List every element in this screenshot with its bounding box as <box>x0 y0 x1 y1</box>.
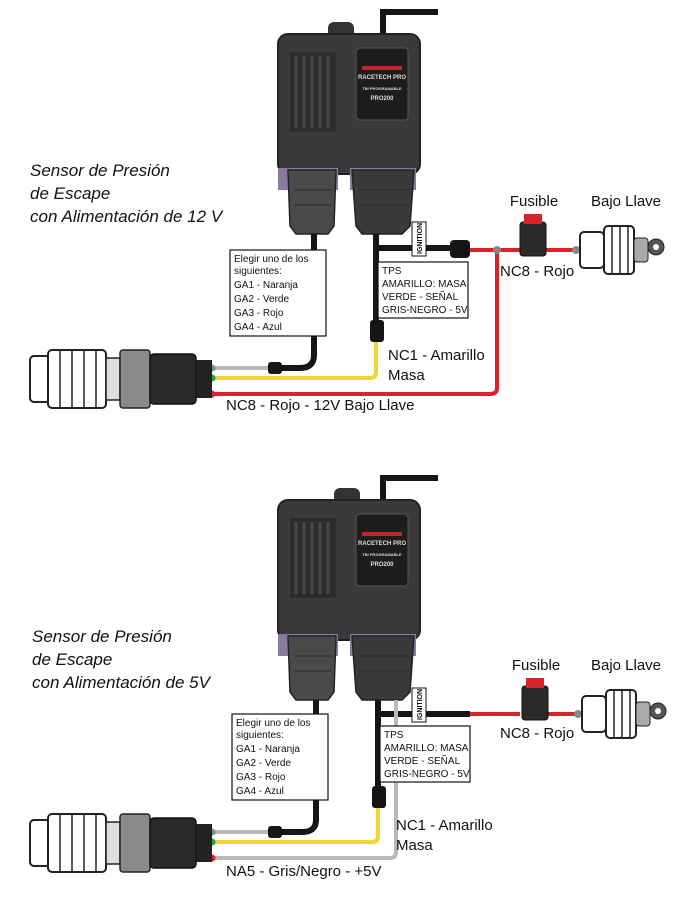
tps-line: VERDE - SEÑAL <box>382 290 459 303</box>
pressure-sensor <box>29 349 212 409</box>
choice-line: siguientes: <box>234 266 282 277</box>
wire-yellow-nc1 <box>212 798 380 844</box>
tps-line: VERDE - SEÑAL <box>384 754 461 767</box>
nc1-label-2: Masa <box>388 367 425 384</box>
diagram-5v: Sensor de Presión de Escape con Alimenta… <box>29 475 667 880</box>
key-switch <box>581 689 667 739</box>
ignition-tag: IGNITION <box>417 223 424 254</box>
pressure-sensor <box>29 813 212 873</box>
ecu-model: PRO200 <box>370 562 394 568</box>
choice-line: Elegir uno de los <box>234 254 309 265</box>
wire-red-nc8 <box>212 250 499 396</box>
ecu-subtitle: TBI PROGRAMABLE <box>362 552 402 557</box>
ecu-subtitle: TBI PROGRAMABLE <box>362 86 402 91</box>
ecu-unit: RACETECH PRO TBI PROGRAMABLE PRO200 <box>277 488 421 701</box>
connector-left <box>287 635 337 701</box>
choice-line: GA3 - Rojo <box>236 772 286 783</box>
choice-line: GA3 - Rojo <box>234 308 284 319</box>
tps-box: TPS AMARILLO: MASA VERDE - SEÑAL GRIS-NE… <box>379 725 471 783</box>
tps-line: TPS <box>384 730 404 741</box>
fuse <box>519 214 547 257</box>
key-label: Bajo Llave <box>591 657 661 674</box>
title-line-3: con Alimentación de 12 V <box>30 207 224 226</box>
tps-line: GRIS-NEGRO - 5V <box>384 769 470 780</box>
choice-box: Elegir uno de los siguientes: GA1 - Nara… <box>229 249 327 337</box>
choice-line: GA4 - Azul <box>236 786 284 797</box>
nc1-label-1: NC1 - Amarillo <box>396 817 493 834</box>
nc1-label-2: Masa <box>396 837 433 854</box>
diagram-12v: Sensor de Presión de Escape con Alimenta… <box>29 9 665 414</box>
tps-box: TPS AMARILLO: MASA VERDE - SEÑAL GRIS-NE… <box>377 261 469 319</box>
title-line-3: con Alimentación de 5V <box>32 673 212 692</box>
title-line-1: Sensor de Presión <box>32 627 172 646</box>
choice-line: GA1 - Naranja <box>236 744 300 755</box>
nc1-connector <box>372 786 386 808</box>
nc1-label-1: NC1 - Amarillo <box>388 347 485 364</box>
fuse-label: Fusible <box>512 657 560 674</box>
tps-line: AMARILLO: MASA <box>382 279 467 290</box>
choice-line: Elegir uno de los <box>236 718 311 729</box>
ecu-label-plate <box>355 513 409 587</box>
title-line-2: de Escape <box>32 650 112 669</box>
title-line-2: de Escape <box>30 184 110 203</box>
nc8-label: NC8 - Rojo <box>500 263 574 280</box>
choice-line: GA2 - Verde <box>236 758 291 769</box>
wire-black-ga <box>278 700 319 835</box>
key-switch <box>579 225 665 275</box>
connector-left <box>287 169 337 235</box>
ecu-brand: RACETECH PRO <box>358 75 406 81</box>
ignition-tag: IGNITION <box>417 689 424 720</box>
ecu-model: PRO200 <box>370 96 394 102</box>
wire-gray-black-5v <box>212 700 398 860</box>
key-label: Bajo Llave <box>591 193 661 210</box>
ecu-label-plate <box>355 47 409 121</box>
ecu-unit: RACETECH PRO TBI PROGRAMABLE PRO200 <box>277 22 421 235</box>
nc8-label: NC8 - Rojo <box>500 725 574 742</box>
ecu-top-cable <box>380 9 438 42</box>
connector-right <box>351 635 415 701</box>
nc1-connector <box>370 320 384 342</box>
bottom-wire-label: NC8 - Rojo - 12V Bajo Llave <box>226 397 414 414</box>
fuse-label: Fusible <box>510 193 558 210</box>
tps-line: AMARILLO: MASA <box>384 743 469 754</box>
choice-line: GA2 - Verde <box>234 294 289 305</box>
fuse <box>521 678 549 721</box>
tps-line: TPS <box>382 266 402 277</box>
title-line-1: Sensor de Presión <box>30 161 170 180</box>
choice-line: GA1 - Naranja <box>234 280 298 291</box>
ecu-brand: RACETECH PRO <box>358 541 406 547</box>
wire-black-ignition <box>373 234 455 251</box>
splice-node <box>493 246 501 254</box>
bottom-wire-label: NA5 - Gris/Negro - +5V <box>226 863 381 880</box>
wire-black-ga <box>278 234 317 371</box>
wire-black-ignition <box>375 700 470 717</box>
ecu-top-cable <box>380 475 438 508</box>
choice-line: GA4 - Azul <box>234 322 282 333</box>
choice-line: siguientes: <box>236 730 284 741</box>
wire-yellow-nc1 <box>212 332 378 380</box>
tps-line: GRIS-NEGRO - 5V <box>382 305 468 316</box>
connector-right <box>351 169 415 235</box>
choice-box: Elegir uno de los siguientes: GA1 - Nara… <box>231 713 329 801</box>
